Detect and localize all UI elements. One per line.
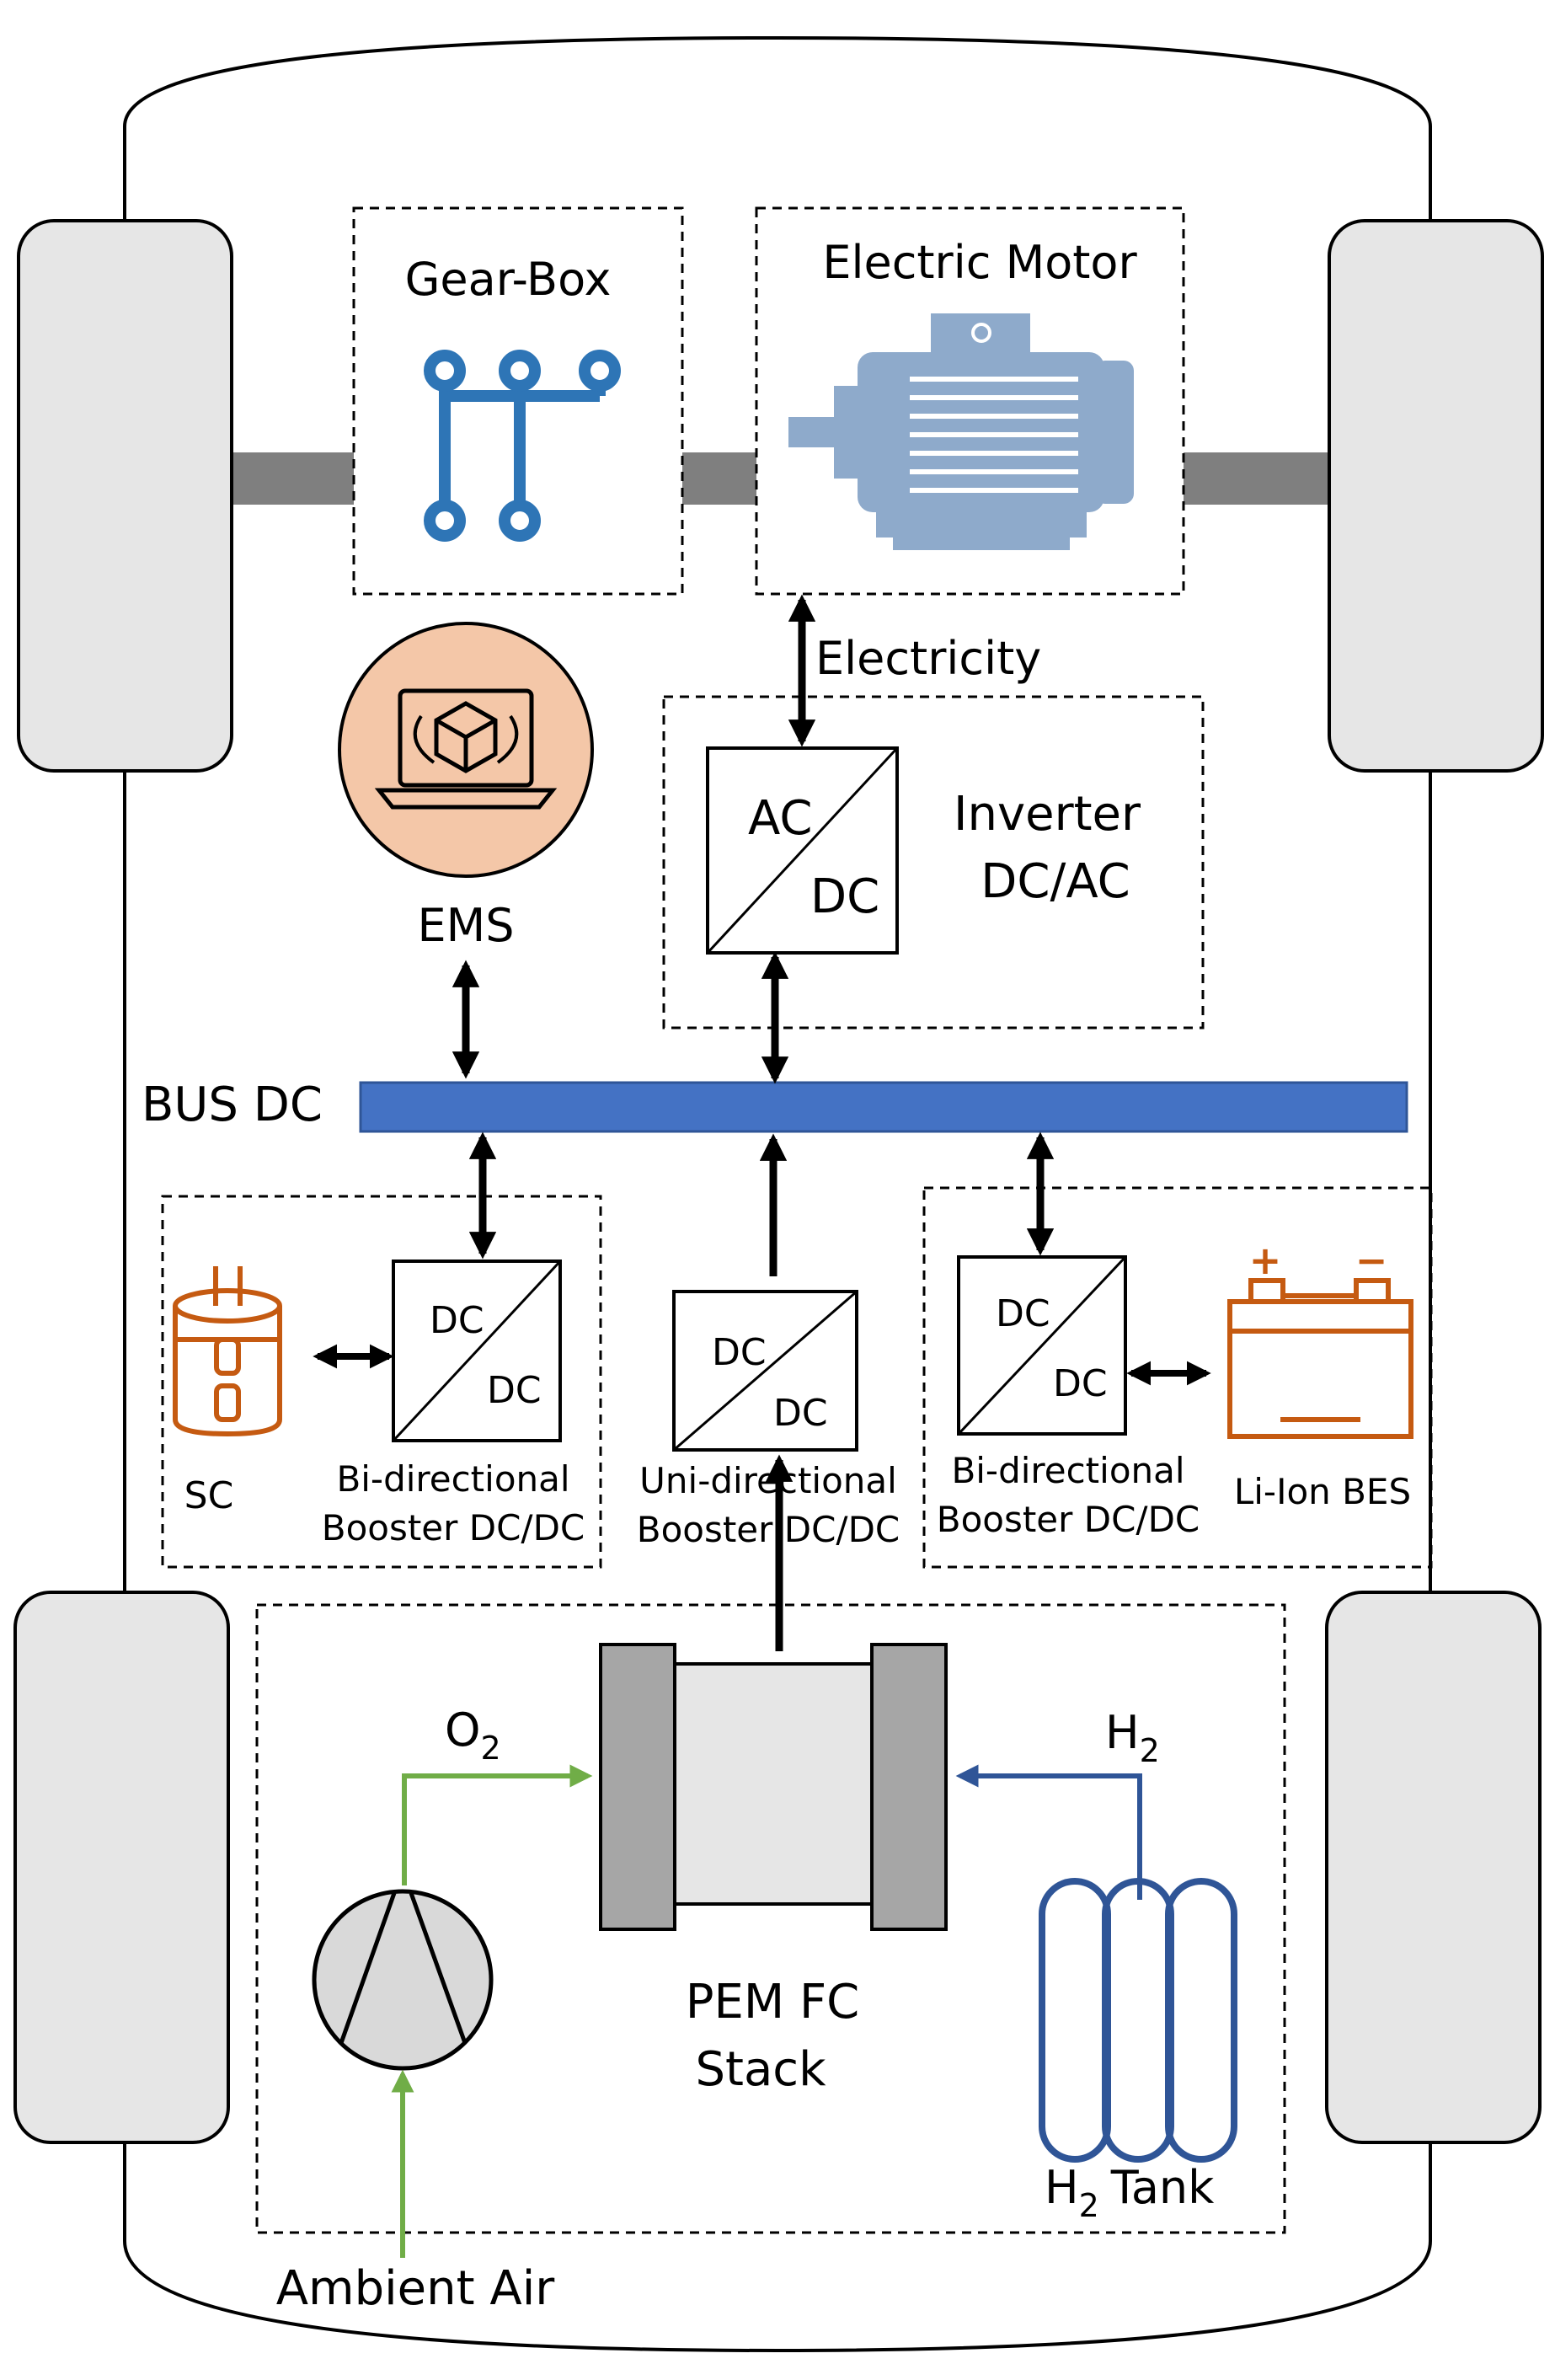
supercapacitor-icon — [173, 1266, 282, 1437]
fc-converter-diagonal — [673, 1290, 858, 1452]
sc-converter-label-2: Booster DC/DC — [322, 1507, 585, 1548]
wheel-rear-left — [13, 1591, 230, 2144]
bes-converter-diagonal — [957, 1255, 1127, 1436]
h2-label: H2 — [1105, 1706, 1160, 1769]
inverter-dc-label: DC — [810, 869, 879, 924]
fc-converter-label-2: Booster DC/DC — [637, 1509, 900, 1550]
battery-label: Li-Ion BES — [1234, 1471, 1411, 1512]
ambient-air-label: Ambient Air — [276, 2261, 556, 2316]
bes-converter-dc-top: DC — [996, 1292, 1050, 1335]
shaft-middle — [681, 452, 756, 505]
fc-converter-dc-top: DC — [712, 1331, 767, 1374]
wheel-rear-right — [1325, 1591, 1542, 2144]
ems-laptop-icon — [374, 688, 558, 810]
sc-group-box — [161, 1195, 602, 1569]
o2-supply-arrow — [402, 1764, 593, 1885]
h2-supply-arrow — [955, 1764, 1142, 1900]
ems-label: EMS — [418, 899, 515, 952]
inverter-box — [662, 695, 1205, 1030]
bus-label: BUS DC — [142, 1078, 323, 1132]
gearbox-label: Gear-Box — [405, 253, 612, 306]
shaft-right — [1184, 452, 1331, 505]
wheel-front-left — [17, 219, 233, 773]
battery-icon — [1227, 1278, 1413, 1439]
pem-fc-stack-icon — [599, 1643, 948, 1931]
bes-converter-label-2: Booster DC/DC — [937, 1499, 1200, 1540]
inverter-ac-label: AC — [748, 791, 812, 846]
motor-label: Electric Motor — [822, 236, 1137, 289]
stack-label-2: Stack — [695, 2042, 826, 2097]
shaft-left — [227, 452, 354, 505]
stack-label-1: PEM FC — [686, 1975, 860, 2030]
sc-converter-dc-bottom: DC — [487, 1369, 542, 1412]
inverter-label: Inverter — [954, 787, 1141, 842]
bes-converter-label-1: Bi-directional — [951, 1450, 1184, 1491]
bus-dc-bar — [359, 1081, 1408, 1133]
motor-cooling-fins — [910, 377, 1078, 493]
battery-minus-icon: − — [1355, 1238, 1388, 1283]
fc-converter-label-1: Uni-directional — [639, 1460, 897, 1501]
sc-converter-label-1: Bi-directional — [336, 1458, 569, 1500]
inverter-diagonal — [706, 746, 899, 955]
inverter-type-label: DC/AC — [981, 854, 1130, 909]
fuelcell-group-box — [255, 1603, 1286, 2234]
car-body — [123, 35, 1432, 2353]
bes-converter-dc-bottom: DC — [1053, 1362, 1108, 1405]
sc-converter-dc-top: DC — [430, 1299, 484, 1342]
motor-terminal-icon — [971, 323, 991, 343]
electricity-label: Electricity — [815, 632, 1041, 685]
fc-converter-dc-bottom: DC — [773, 1392, 828, 1435]
bes-group-box — [922, 1186, 1433, 1569]
sc-converter-diagonal — [392, 1260, 562, 1442]
gearbox-icon — [424, 350, 621, 542]
h2-tank-icon — [1039, 1878, 1237, 2163]
battery-plus-icon: + — [1249, 1238, 1282, 1283]
sc-label: SC — [184, 1474, 234, 1517]
o2-label: O2 — [445, 1703, 501, 1767]
air-compressor-icon — [312, 1889, 494, 2071]
wheel-front-right — [1328, 219, 1544, 773]
